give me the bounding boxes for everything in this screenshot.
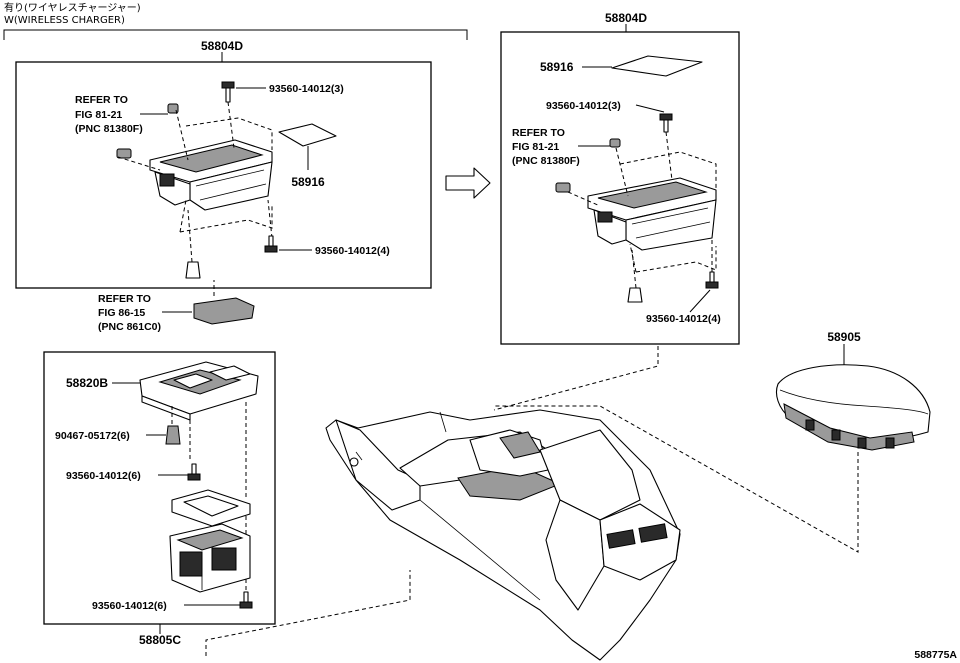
right-assembly-box [500, 31, 740, 345]
left-bolt-top [221, 81, 235, 103]
left-bolt-top-label: 93560-14012(3) [269, 83, 344, 95]
clip-label: 90467-05172(6) [55, 430, 130, 442]
right-tray [587, 177, 717, 251]
left-refer2-line1: REFER TO [98, 293, 151, 305]
figure-id: 588775A [914, 649, 957, 661]
header-en: W(WIRELESS CHARGER) [4, 15, 125, 26]
armrest-group: 58905 [494, 330, 931, 553]
right-bolt-top-label: 93560-14012(3) [546, 100, 621, 112]
right-arrow-icon [445, 167, 491, 199]
left-bolt-bottom [264, 235, 278, 253]
left-tray [149, 139, 273, 211]
left-pad-label: 58916 [291, 175, 325, 189]
left-refer-line2: FIG 81-21 [75, 109, 122, 121]
armrest-label: 58905 [827, 330, 861, 344]
left-refer-line1: REFER TO [75, 94, 128, 106]
right-bolt-bottom-label: 93560-14012(4) [646, 313, 721, 325]
bezel-frame [171, 489, 251, 527]
left-assembly-label: 58804D [201, 39, 243, 53]
left-assembly-group: 58804D REFER TO FIG 81-21 (PNC 81380F) 9… [15, 39, 432, 289]
center-console [325, 409, 681, 661]
right-assembly-group: 58804D 58916 93560-14012(3) REFER TO FIG… [500, 11, 740, 345]
left-assembly-box [15, 61, 432, 289]
right-group-leader [493, 346, 659, 411]
shift-housing [169, 523, 251, 593]
lower-bolt-a [187, 463, 201, 481]
right-side-clip [555, 182, 571, 193]
lower-clip [165, 425, 181, 445]
lower-assembly-label: 58805C [139, 633, 181, 647]
lower-assembly-group: 58820B 90467-05172(6) 93560-14012(6) [43, 351, 276, 647]
right-refer-clip [609, 138, 621, 148]
left-refer2-line2: FIG 86-15 [98, 307, 145, 319]
right-assembly-label: 58804D [605, 11, 647, 25]
left-side-clip [116, 148, 132, 159]
left-refer-line3: (PNC 81380F) [75, 123, 143, 135]
right-refer-line1: REFER TO [512, 127, 565, 139]
panel-label: 58820B [66, 376, 108, 390]
right-bolt-bottom [705, 271, 719, 289]
shift-panel [139, 361, 259, 421]
right-pad [611, 55, 703, 77]
right-pad-label: 58916 [540, 60, 574, 74]
right-bolt-top [659, 113, 673, 133]
header-jp: 有り(ワイヤレスチャージャー) [4, 1, 141, 14]
bolt-a-label: 93560-14012(6) [66, 470, 141, 482]
left-bottom-clip [185, 261, 201, 279]
left-refer-clip [167, 103, 179, 114]
left-refer2-part [193, 297, 255, 325]
bolt-b-label: 93560-14012(6) [92, 600, 167, 612]
armrest-lid [775, 364, 931, 451]
left-refer2-line3: (PNC 861C0) [98, 321, 161, 333]
left-pad [278, 123, 337, 147]
right-refer-line2: FIG 81-21 [512, 141, 559, 153]
left-bolt-bottom-label: 93560-14012(4) [315, 245, 390, 257]
right-refer-line3: (PNC 81380F) [512, 155, 580, 167]
lower-group-leader [205, 570, 411, 656]
right-bottom-clip [627, 287, 643, 303]
header-bracket [3, 29, 468, 40]
lower-bolt-b [239, 591, 253, 609]
